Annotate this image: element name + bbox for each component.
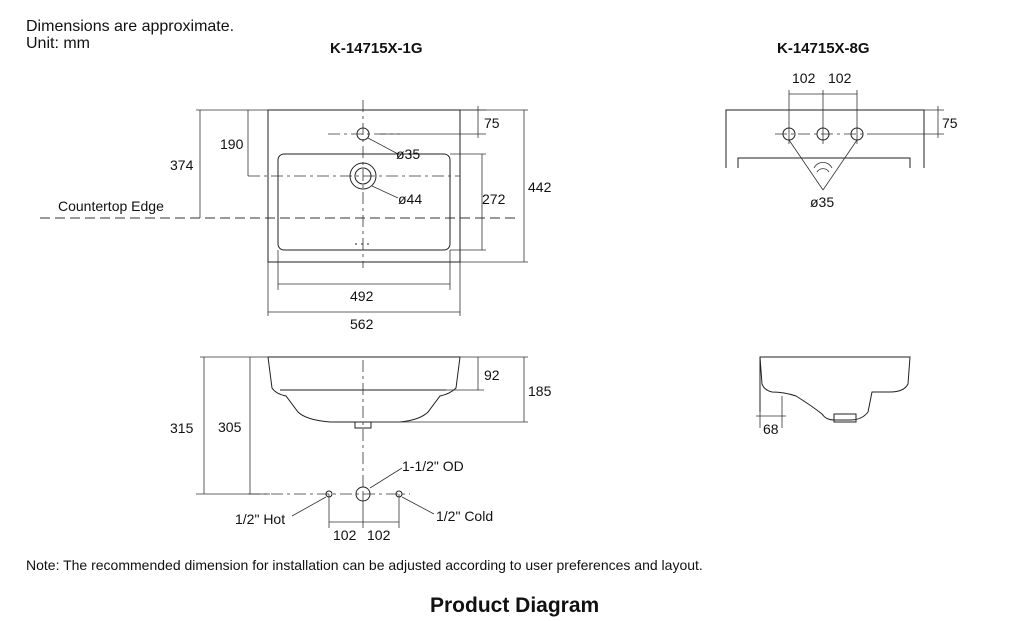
drain-tail-8g xyxy=(833,413,857,423)
dim-185: 185 xyxy=(528,383,552,399)
dim-75-8g: 75 xyxy=(942,115,958,131)
dim-dia-44: ø44 xyxy=(398,191,422,207)
dim-562: 562 xyxy=(350,316,374,332)
dim-dia-35-8g: ø35 xyxy=(810,194,834,210)
dim-374: 374 xyxy=(170,157,194,173)
drain-outer xyxy=(349,162,377,190)
drain-inner xyxy=(354,167,372,185)
dim-102-cold: 102 xyxy=(367,527,391,543)
model-label-8g: K-14715X-8G xyxy=(777,40,870,57)
dim-315: 315 xyxy=(170,420,194,436)
dim-102-left: 102 xyxy=(792,70,816,86)
dim-305: 305 xyxy=(218,419,242,435)
hot-label: 1/2" Hot xyxy=(235,511,285,527)
dim-492: 492 xyxy=(350,288,374,304)
dim-190: 190 xyxy=(220,136,244,152)
dim-102-right: 102 xyxy=(828,70,852,86)
disclaimer-text: Dimensions are approximate. xyxy=(26,18,235,35)
side-view-8g: 68 xyxy=(756,356,911,437)
basin-profile-8g xyxy=(759,356,911,421)
dim-272: 272 xyxy=(482,191,506,207)
basin-outline xyxy=(267,109,461,263)
dim-92: 92 xyxy=(484,367,500,383)
drain-od-label: 1-1/2" OD xyxy=(402,458,464,474)
top-view-1g: 190 374 75 ø35 ø44 272 442 492 562 Count… xyxy=(40,100,552,332)
unit-text: Unit: mm xyxy=(26,35,90,52)
hole-center xyxy=(816,127,830,141)
footer-title: Product Diagram xyxy=(430,594,600,617)
basin-bowl xyxy=(277,153,451,251)
dim-75: 75 xyxy=(484,115,500,131)
top-view-8g: 102 102 75 ø35 xyxy=(725,70,958,210)
dim-dia-35: ø35 xyxy=(396,146,420,162)
dim-68: 68 xyxy=(763,421,779,437)
dim-102-hot: 102 xyxy=(333,527,357,543)
model-label-1g: K-14715X-1G xyxy=(330,40,423,57)
faucet-hole xyxy=(356,127,370,141)
installation-note: Note: The recommended dimension for inst… xyxy=(26,557,703,573)
countertop-edge-label: Countertop Edge xyxy=(58,198,164,214)
cold-label: 1/2" Cold xyxy=(436,508,493,524)
dim-442: 442 xyxy=(528,179,552,195)
side-view-1g: 92 185 315 305 1-1/2" OD 1/2" Hot 1/2" C… xyxy=(170,356,552,543)
